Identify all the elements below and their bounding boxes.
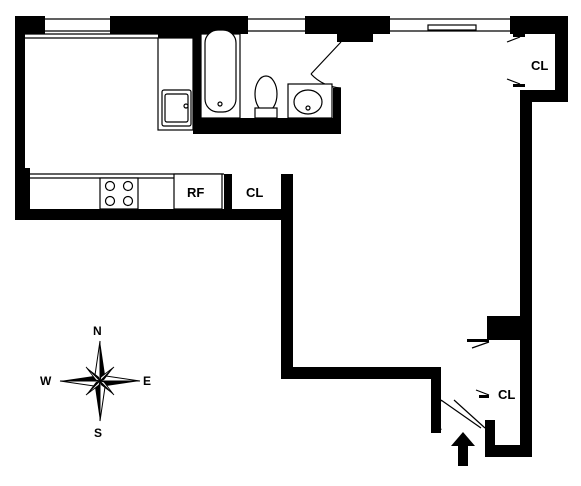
interior-walls: [158, 16, 532, 398]
compass-rose-icon: [59, 340, 141, 422]
exterior-walls: [15, 16, 568, 457]
doors: [310, 36, 521, 431]
bathroom: [200, 29, 333, 119]
refrigerator-label: RF: [187, 185, 205, 200]
compass-west-label: W: [40, 374, 52, 388]
bathtub-icon: [200, 29, 241, 119]
bathroom-sink-icon: [287, 83, 333, 119]
toilet-icon: [254, 75, 278, 119]
compass-north-label: N: [93, 324, 102, 338]
kitchen: [25, 33, 224, 210]
closet-kitchen-label: CL: [246, 185, 264, 200]
stove-icon: [99, 177, 139, 210]
closet-entry-label: CL: [498, 387, 516, 402]
closet-top-right-label: CL: [531, 58, 549, 73]
kitchen-sink-icon: [161, 89, 192, 127]
entry-arrow-icon: [451, 432, 475, 466]
compass-east-label: E: [143, 374, 152, 388]
refrigerator-box: [173, 173, 223, 210]
compass-south-label: S: [94, 426, 103, 440]
